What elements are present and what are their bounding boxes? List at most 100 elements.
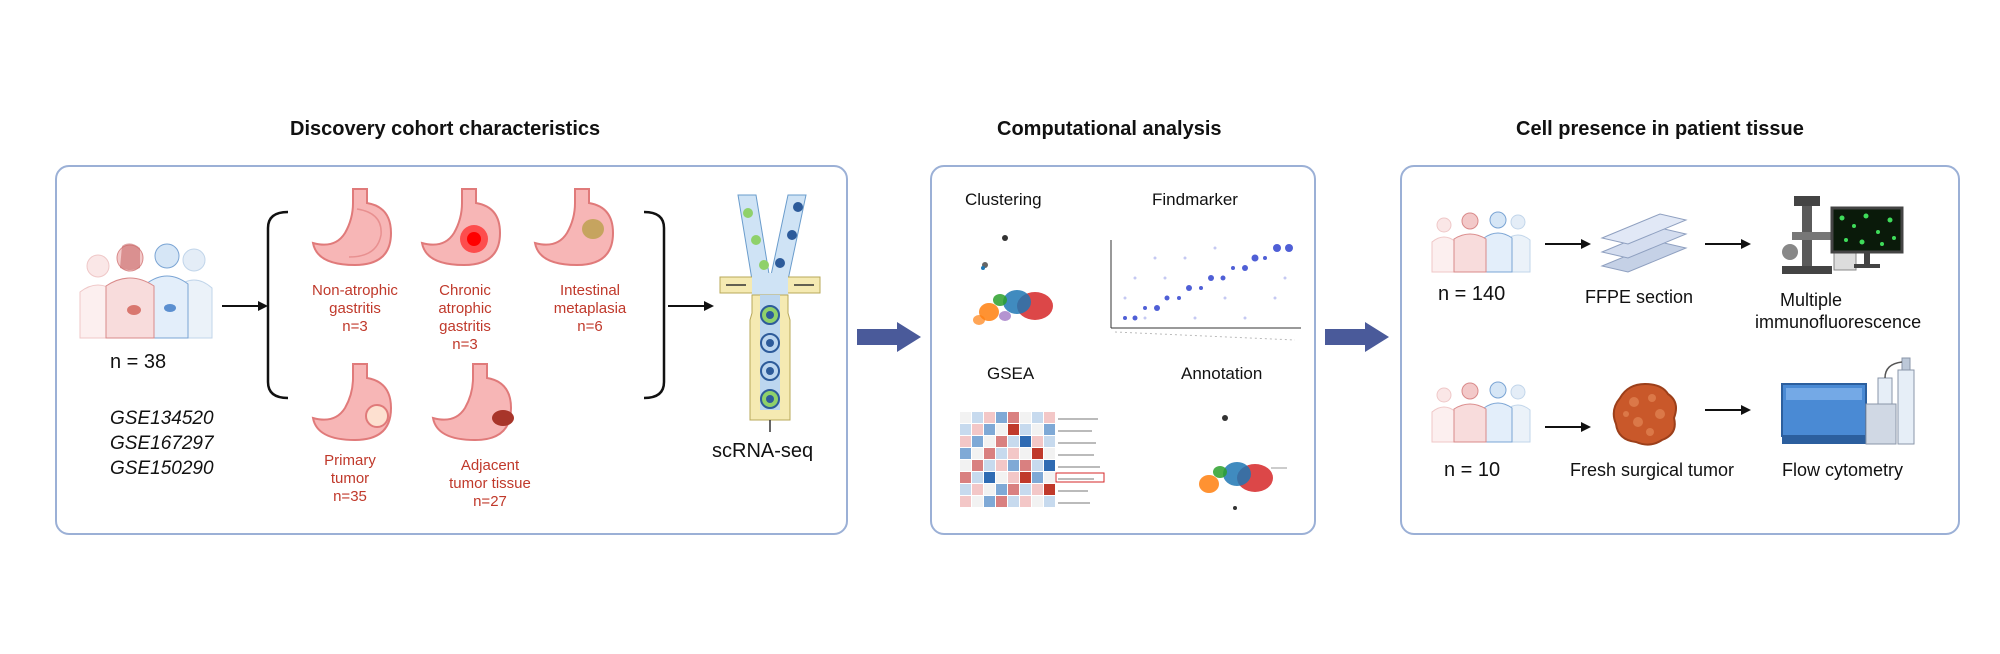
fresh-tumor-label: Fresh surgical tumor (1570, 460, 1735, 480)
heatmap-cell (1032, 448, 1043, 459)
heatmap-cell (1032, 472, 1043, 483)
heatmap-cell (1032, 424, 1043, 435)
heatmap-cell (972, 436, 983, 447)
heatmap-cell (984, 472, 995, 483)
heatmap-cell (984, 424, 995, 435)
mif-label-line2: immunofluorescence (1755, 312, 1922, 332)
arrow-to-tumor (1545, 422, 1591, 432)
annotation-umap-plot (1199, 415, 1287, 510)
heatmap-cell (984, 412, 995, 423)
heatmap-cell (996, 412, 1007, 423)
dataset-id: GSE167297 (110, 433, 214, 454)
microfluidics-icon (719, 194, 821, 432)
clustering-umap-plot (973, 235, 1053, 325)
tissue-row2-count: n = 10 (1444, 459, 1501, 481)
stomach-icon (311, 363, 393, 442)
heatmap-cell (1008, 448, 1019, 459)
discovery-panel (55, 165, 848, 535)
arrow-to-scrna (668, 301, 714, 311)
gsea-label: GSEA (987, 364, 1035, 383)
heatmap-cell (984, 448, 995, 459)
heatmap-cell (996, 448, 1007, 459)
dataset-id: GSE150290 (110, 458, 214, 479)
heatmap-cell (972, 448, 983, 459)
clustering-label: Clustering (965, 190, 1042, 209)
arrow-to-microscope (1705, 239, 1751, 249)
heatmap-cell (1044, 448, 1055, 459)
tissue-title: Cell presence in patient tissue (1516, 118, 1804, 140)
heatmap-cell (960, 412, 971, 423)
discovery-sample-count: n = 38 (110, 351, 167, 373)
heatmap-cell (996, 424, 1007, 435)
patient-group-icon (1431, 211, 1531, 273)
heatmap-cell (984, 460, 995, 471)
stomach-icon (311, 188, 393, 267)
heatmap-cell (960, 448, 971, 459)
heatmap-cell (972, 460, 983, 471)
heatmap-cell (1044, 412, 1055, 423)
discovery-title: Discovery cohort characteristics (290, 118, 601, 140)
heatmap-cell (1008, 424, 1019, 435)
flow-cytometry-label: Flow cytometry (1782, 460, 1904, 480)
heatmap-cell (996, 472, 1007, 483)
tissue-row1-count: n = 140 (1438, 283, 1506, 305)
heatmap-cell (1020, 472, 1031, 483)
heatmap-cell (1008, 472, 1019, 483)
stomach-icon (420, 188, 502, 267)
heatmap-cell (972, 484, 983, 495)
heatmap-cell (1032, 496, 1043, 507)
heatmap-cell (1044, 424, 1055, 435)
heatmap-cell (1008, 436, 1019, 447)
heatmap-cell (960, 484, 971, 495)
dataset-id: GSE134520 (110, 408, 214, 429)
gsea-heatmap (960, 412, 1105, 507)
ffpe-slides-icon (1600, 213, 1688, 273)
heatmap-cell (1020, 484, 1031, 495)
heatmap-cell (1020, 424, 1031, 435)
stomach-icon (431, 363, 514, 442)
heatmap-cell (996, 436, 1007, 447)
microscope-icon (1782, 196, 1904, 274)
left-bracket (266, 210, 289, 400)
findmarker-dotplot (1110, 240, 1301, 341)
heatmap-cell (1020, 436, 1031, 447)
heatmap-cell (996, 484, 1007, 495)
heatmap-cell (1020, 448, 1031, 459)
patient-group-icon (1431, 381, 1531, 443)
heatmap-cell (972, 424, 983, 435)
heatmap-cell (996, 460, 1007, 471)
flow-arrow-1 (857, 322, 921, 352)
heatmap-cell (984, 436, 995, 447)
heatmap-cell (1044, 484, 1055, 495)
heatmap-cell (1020, 460, 1031, 471)
heatmap-cell (1032, 460, 1043, 471)
arrow-to-ffpe (1545, 239, 1591, 249)
computational-title: Computational analysis (997, 118, 1222, 140)
flow-cytometer-icon (1781, 357, 1915, 445)
heatmap-cell (960, 460, 971, 471)
patient-group-icon (79, 243, 213, 339)
heatmap-cell (1032, 412, 1043, 423)
heatmap-cell (1020, 496, 1031, 507)
heatmap-cell (960, 472, 971, 483)
heatmap-cell (996, 496, 1007, 507)
heatmap-cell (1032, 436, 1043, 447)
mif-label-line1: Multiple (1780, 290, 1843, 310)
heatmap-cell (1044, 460, 1055, 471)
heatmap-cell (972, 496, 983, 507)
heatmap-cell (984, 484, 995, 495)
flow-arrow-2 (1325, 322, 1389, 352)
heatmap-cell (1008, 496, 1019, 507)
annotation-label: Annotation (1181, 364, 1263, 383)
heatmap-cell (960, 436, 971, 447)
arrow-to-groups (222, 301, 268, 311)
heatmap-cell (984, 496, 995, 507)
heatmap-cell (1044, 472, 1055, 483)
heatmap-cell (1008, 412, 1019, 423)
arrow-to-flow (1705, 405, 1751, 415)
